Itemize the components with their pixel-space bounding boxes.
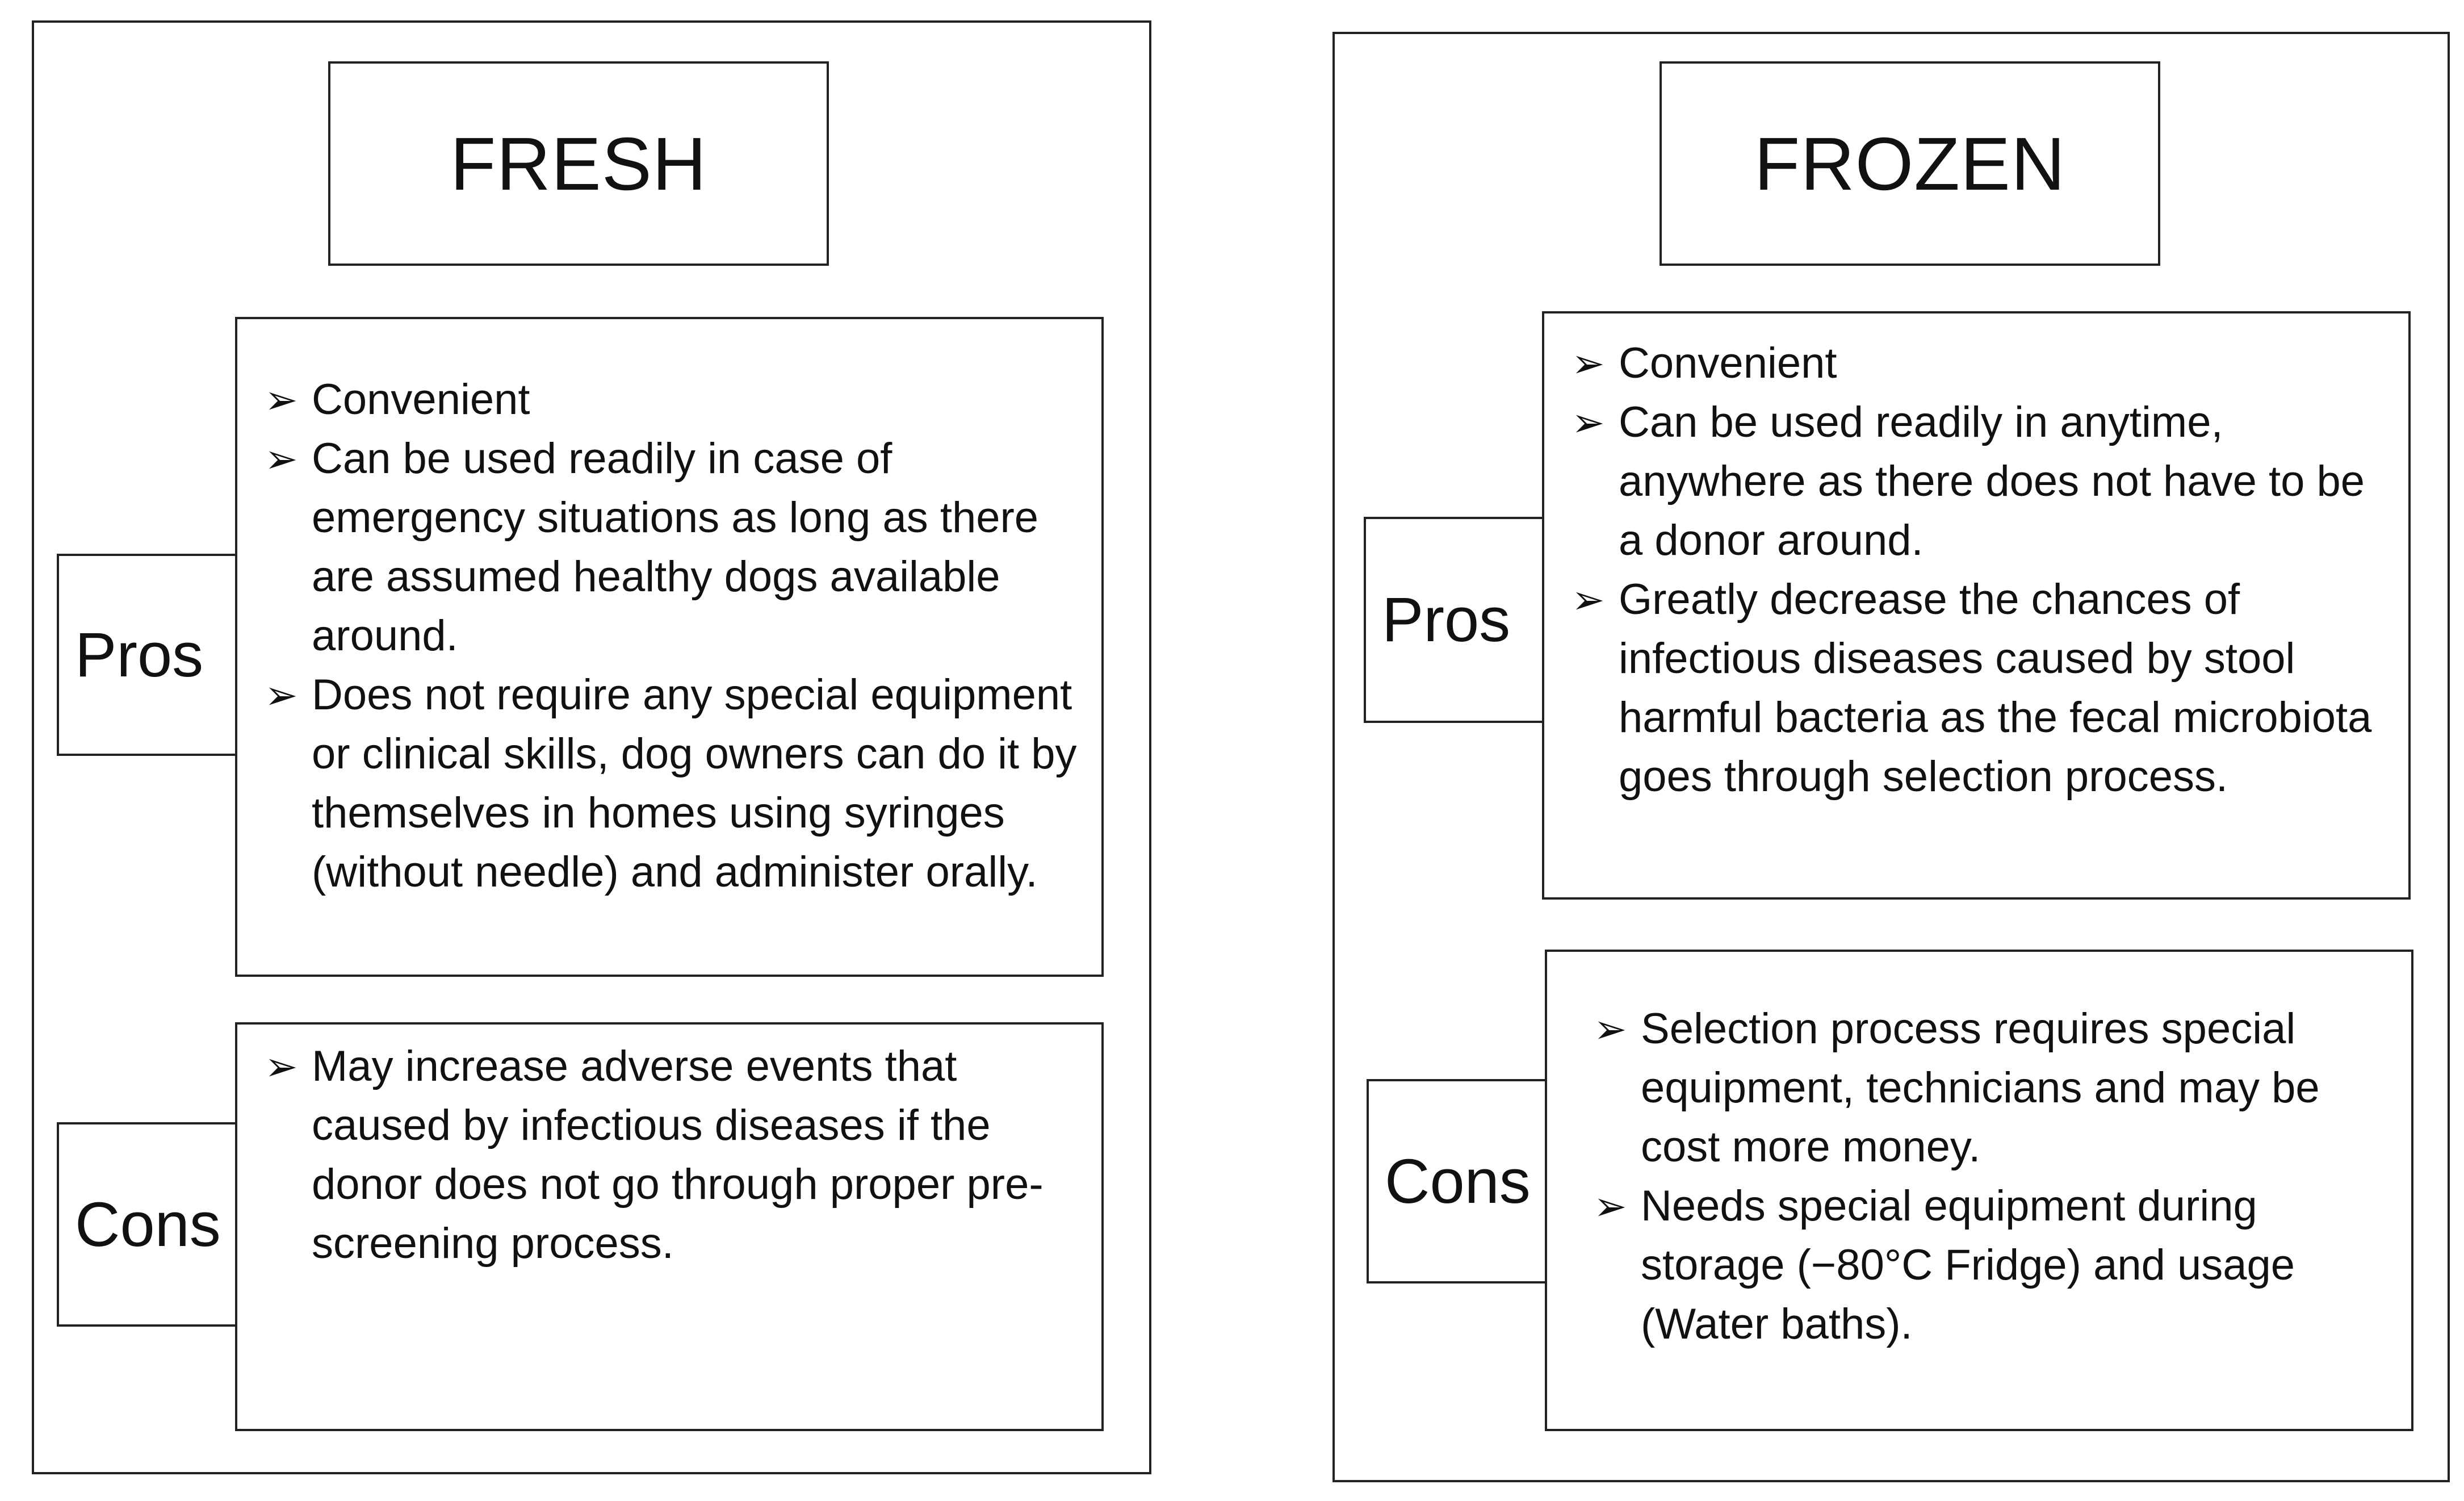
fresh-cons-list: ➢ May increase adverse events that caused… bbox=[252, 1037, 1092, 1273]
list-item: ➢ Convenient bbox=[1559, 334, 2399, 393]
fresh-pros-box: ➢ Convenient ➢ Can be used readily in case… bbox=[235, 317, 1104, 977]
arrowhead-bullet-icon: ➢ bbox=[1572, 578, 1605, 622]
frozen-pro-text: Greatly decrease the chances of infectio… bbox=[1619, 575, 2372, 801]
list-item: ➢ Convenient bbox=[252, 370, 1092, 429]
arrowhead-bullet-icon: ➢ bbox=[265, 1044, 298, 1089]
list-item: ➢ Greatly decrease the chances of infecti… bbox=[1559, 570, 2399, 806]
list-item: ➢ Can be used readily in case of emergenc… bbox=[252, 429, 1092, 666]
arrowhead-bullet-icon: ➢ bbox=[1572, 400, 1605, 445]
arrowhead-bullet-icon: ➢ bbox=[265, 378, 298, 422]
list-item: ➢ Selection process requires special equi… bbox=[1581, 1000, 2402, 1177]
frozen-pros-box: ➢ Convenient ➢ Can be used readily in anyt… bbox=[1542, 311, 2411, 900]
fresh-cons-box: ➢ May increase adverse events that caused… bbox=[235, 1022, 1104, 1431]
list-item: ➢ Does not require any special equipment … bbox=[252, 666, 1092, 902]
frozen-con-text: Needs special equipment during storage (… bbox=[1641, 1182, 2295, 1348]
list-item: ➢ May increase adverse events that caused… bbox=[252, 1037, 1092, 1273]
fresh-pro-text: Does not require any special equipment o… bbox=[312, 671, 1077, 896]
list-item: ➢ Can be used readily in anytime, anywher… bbox=[1559, 393, 2399, 570]
fresh-pros-list: ➢ Convenient ➢ Can be used readily in case… bbox=[252, 370, 1092, 902]
frozen-pro-text: Convenient bbox=[1619, 339, 1837, 387]
frozen-cons-list: ➢ Selection process requires special equi… bbox=[1581, 1000, 2402, 1354]
arrowhead-bullet-icon: ➢ bbox=[265, 673, 298, 717]
fresh-title: FRESH bbox=[328, 61, 829, 266]
fresh-cons-label: Cons bbox=[57, 1122, 238, 1327]
arrowhead-bullet-icon: ➢ bbox=[1594, 1184, 1627, 1228]
fresh-pro-text: Can be used readily in case of emergency… bbox=[312, 434, 1039, 660]
frozen-cons-label: Cons bbox=[1367, 1079, 1548, 1283]
frozen-con-text: Selection process requires special equip… bbox=[1641, 1005, 2320, 1171]
frozen-pros-list: ➢ Convenient ➢ Can be used readily in anyt… bbox=[1559, 334, 2399, 806]
frozen-title: FROZEN bbox=[1660, 61, 2160, 266]
arrowhead-bullet-icon: ➢ bbox=[1572, 341, 1605, 386]
frozen-pros-label: Pros bbox=[1364, 517, 1545, 723]
frozen-pro-text: Can be used readily in anytime, anywhere… bbox=[1619, 398, 2365, 565]
fresh-con-text: May increase adverse events that caused … bbox=[312, 1042, 1044, 1268]
fresh-pros-label: Pros bbox=[57, 554, 238, 756]
arrowhead-bullet-icon: ➢ bbox=[265, 437, 298, 481]
list-item: ➢ Needs special equipment during storage … bbox=[1581, 1177, 2402, 1354]
frozen-cons-box: ➢ Selection process requires special equi… bbox=[1545, 950, 2413, 1431]
arrowhead-bullet-icon: ➢ bbox=[1594, 1007, 1627, 1051]
fresh-pro-text: Convenient bbox=[312, 375, 530, 424]
